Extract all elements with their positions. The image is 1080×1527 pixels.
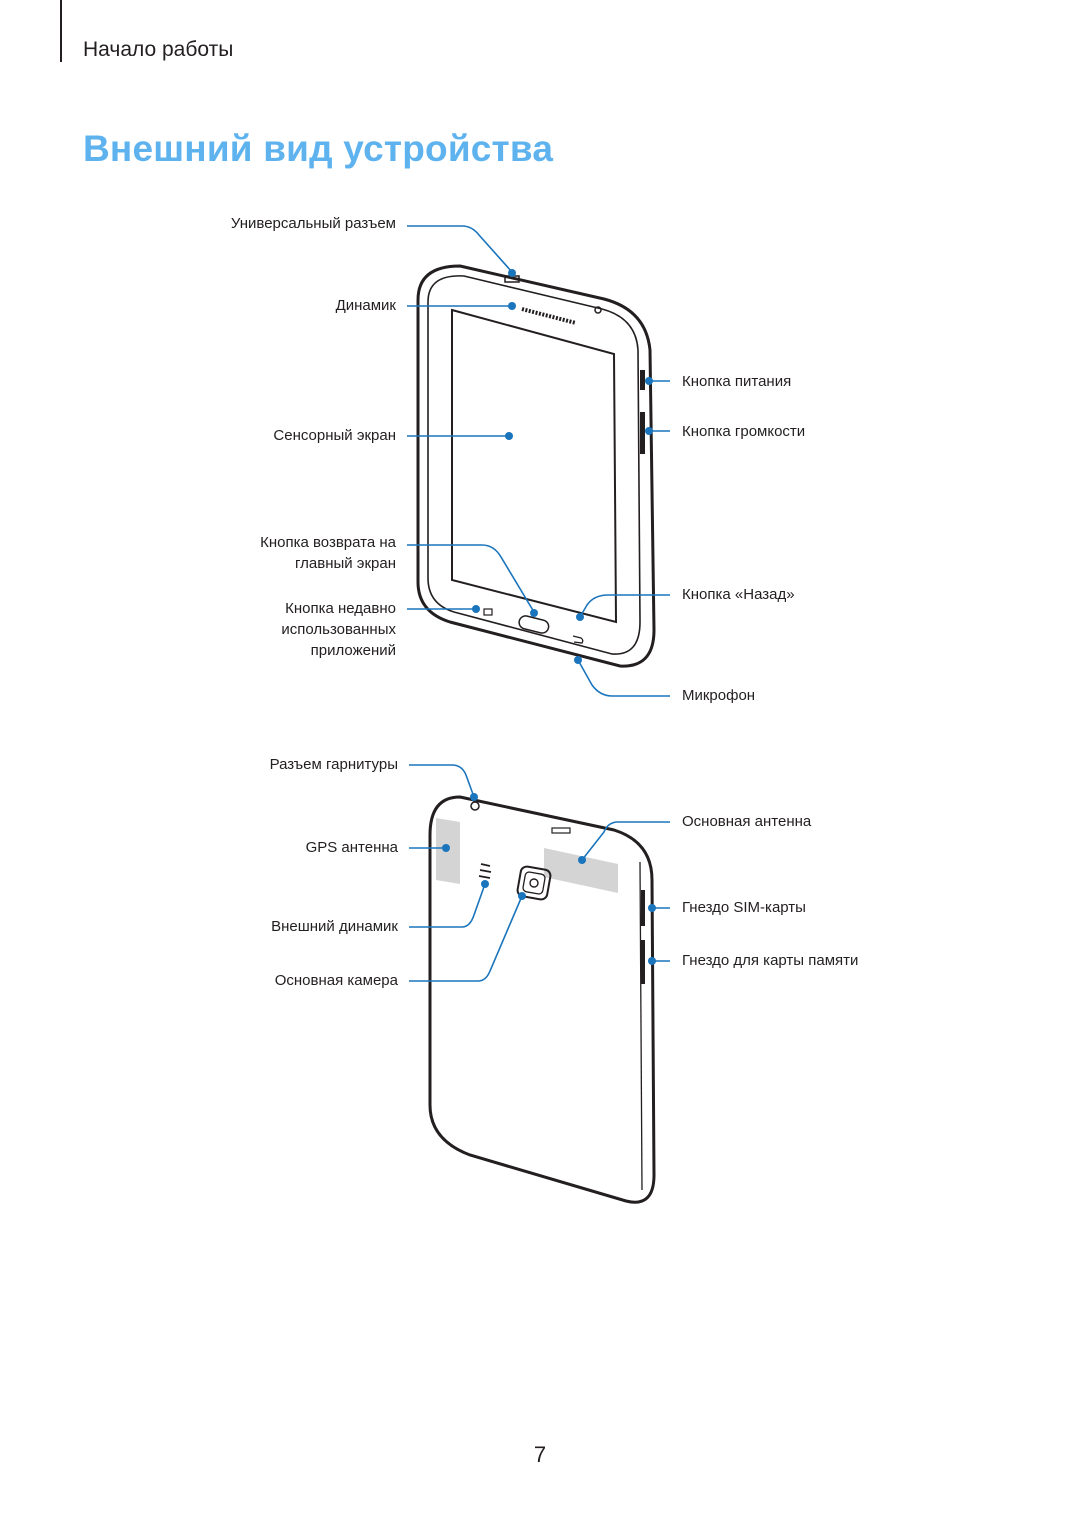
back-device [428, 795, 656, 1204]
callouts-back [409, 764, 670, 982]
section-header: Начало работы [83, 38, 234, 61]
label-camera: Основная камера [274, 972, 398, 989]
label-volume: Кнопка громкости [682, 423, 806, 440]
label-recent-line3: приложений [310, 642, 396, 659]
callouts-front [407, 225, 670, 697]
page-title: Внешний вид устройства [83, 128, 554, 169]
label-headset: Разъем гарнитуры [269, 756, 398, 773]
callout-dots-back [442, 793, 656, 965]
label-memcard: Гнездо для карты памяти [682, 952, 859, 969]
label-gps: GPS антенна [305, 839, 398, 856]
page-number: 7 [533, 1442, 547, 1467]
label-recent-line1: Кнопка недавно [285, 600, 396, 617]
label-back: Кнопка «Назад» [682, 586, 795, 603]
label-universal-port: Универсальный разъем [230, 215, 396, 232]
front-device [416, 264, 656, 668]
label-touchscreen: Сенсорный экран [273, 427, 396, 444]
label-main-antenna: Основная антенна [682, 813, 812, 830]
margin-rule [60, 0, 62, 62]
label-sim: Гнездо SIM-карты [682, 899, 806, 916]
label-speaker: Динамик [335, 297, 396, 314]
label-ext-speaker: Внешний динамик [271, 918, 398, 935]
label-power: Кнопка питания [682, 373, 792, 390]
label-mic: Микрофон [682, 687, 756, 704]
label-home-line1: Кнопка возврата на [260, 534, 396, 551]
label-home-line2: главный экран [294, 555, 396, 572]
label-recent-line2: использованных [281, 621, 396, 638]
callout-dots-front [472, 269, 653, 664]
